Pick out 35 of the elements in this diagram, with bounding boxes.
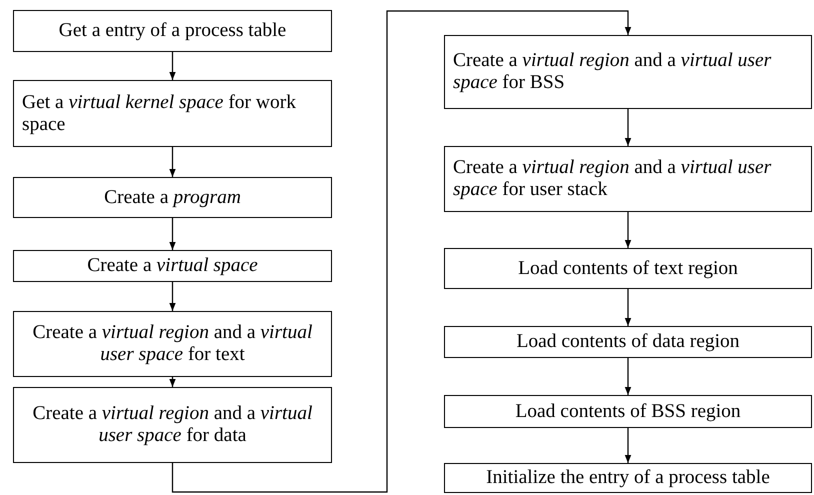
step-text: Load contents of BSS region [514,400,742,422]
arrow [169,147,176,177]
step-text: Create a program [103,186,242,208]
process-box [444,463,812,493]
arrow [169,377,176,387]
step-text: Get a entry of a process table [58,20,288,42]
process-box [13,80,332,147]
process-box [13,177,332,218]
process-box [444,146,812,212]
process-box [13,250,332,282]
step-text: Create a virtual region and a virtual user space for BSS [453,50,772,94]
process-box [444,395,812,428]
step-text: Create a virtual space [86,255,259,277]
arrow [169,218,176,250]
process-box [13,311,332,377]
step-text: Create a virtual region and a virtual user space for data [32,403,314,447]
step-text: Load contents of data region [515,331,741,353]
process-box [13,387,332,463]
step-text: Initialize the entry of a process table [485,467,771,489]
arrow [169,282,176,311]
arrow [624,358,632,395]
arrow [624,289,632,326]
step-text: Create a virtual region and a virtual user space for text [32,322,314,366]
step-text: Get a virtual kernel space for work space [22,92,298,136]
arrow [169,52,176,80]
process-box [444,35,812,109]
process-box [444,248,812,289]
arrow [624,109,632,146]
arrow [624,428,632,463]
arrow [624,212,632,248]
step-text: Load contents of text region [517,258,739,280]
process-box [444,326,812,358]
arrow [172,10,632,493]
step-text: Create a virtual region and a virtual user space for user stack [453,157,772,201]
process-box [13,10,332,52]
